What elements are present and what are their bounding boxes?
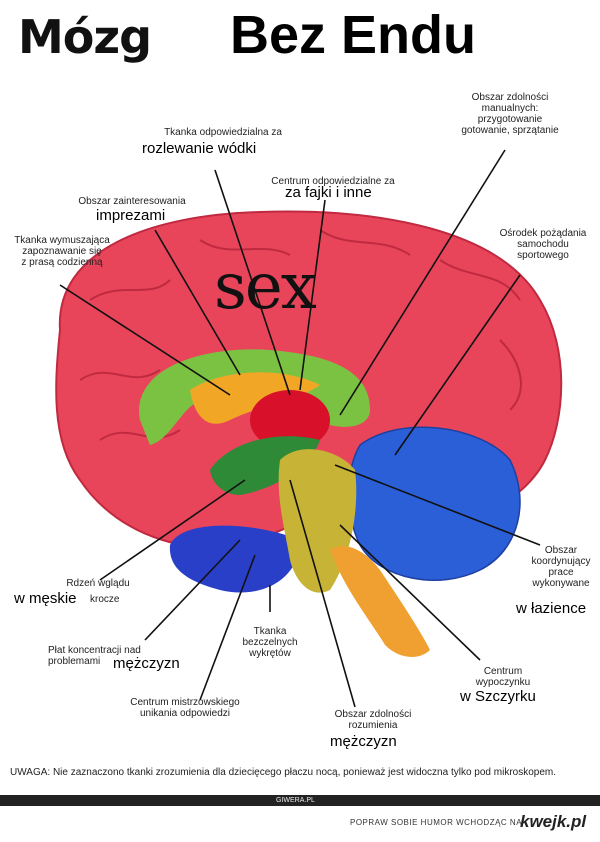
label-override-bathroom: w łazience (516, 600, 587, 617)
leader-lines (59, 149, 541, 708)
stem-orange (330, 546, 430, 657)
label-insight-core: Rdzeń wglądu (38, 578, 158, 589)
label-override-cigarettes: za fajki i inne (285, 184, 372, 201)
label-line: Tkanka wymuszająca (14, 235, 110, 246)
label-line: unikania odpowiedzi (139, 708, 231, 719)
label-line: Centrum mistrzowskiego (130, 697, 240, 708)
label-sports-car-desire: Ośrodek pożądania samochodu sportowego (486, 228, 600, 261)
label-line: z prasą codzienną (21, 257, 103, 268)
label-line: przygotowanie (477, 114, 543, 125)
label-excuses-tissue: Tkanka bezczelnych wykrętów (230, 626, 310, 659)
title-right: Bez Endu (230, 5, 477, 65)
label-manual-skills: Obszar zdolności manualnych: przygotowan… (440, 92, 580, 136)
label-concentration-lobe: Płat koncentracji nad problemami (48, 645, 198, 667)
label-line: Rdzeń wglądu (66, 578, 130, 589)
label-override-insight: w męskie (14, 590, 77, 607)
label-line: rozumienia (348, 720, 398, 731)
red-core (250, 390, 330, 450)
label-line: Płat koncentracji nad (48, 645, 141, 656)
label-line: Obszar zdolności (471, 92, 549, 103)
label-newspaper-tissue: Tkanka wymuszająca zapoznawanie się z pr… (2, 235, 122, 268)
blue-lower (169, 525, 300, 593)
label-line: wypoczynku (475, 677, 531, 688)
label-line: prace (548, 567, 574, 578)
label-avoidance-center: Centrum mistrzowskiego unikania odpowied… (110, 697, 260, 719)
label-line: Obszar (544, 545, 578, 556)
label-override-party: imprezami (96, 207, 166, 224)
label-party-interest: Obszar zainteresowania (62, 196, 202, 207)
label-tissue-vodka: Tkanka odpowiedzialna za (148, 127, 298, 138)
label-line: koordynujący (531, 556, 591, 567)
label-bathroom-coordination: Obszar koordynujący prace wykonywane (522, 545, 600, 589)
label-center-cigarettes: Centrum odpowiedzialne za (258, 176, 408, 187)
label-line: Obszar zainteresowania (78, 196, 186, 207)
title-left: Mózg (18, 10, 152, 64)
label-line: samochodu (517, 239, 569, 250)
label-override-vodka: rozlewanie wódki (142, 140, 257, 157)
label-insight-tail: krocze (90, 594, 120, 605)
label-line: wykonywane (532, 578, 590, 589)
footer-text: POPRAW SOBIE HUMOR WCHODZĄC NA (350, 818, 523, 827)
label-line: problemami (48, 656, 101, 667)
label-line: Centrum odpowiedzialne za (271, 176, 395, 187)
dark-green-area (210, 436, 320, 495)
label-line: Tkanka odpowiedzialna za (164, 127, 282, 138)
label-line: Obszar zdolności (334, 709, 412, 720)
label-line: Centrum (483, 666, 523, 677)
cortex-folds (79, 229, 522, 441)
kwejk-logo[interactable]: kwejk.pl (520, 812, 587, 831)
label-line: gotowanie, sprzątanie (461, 125, 559, 136)
label-line: zapoznawanie się (22, 246, 102, 257)
credit-text: GIWERA.PL (276, 797, 315, 804)
label-line: wykrętów (249, 648, 291, 659)
label-override-understanding: mężczyzn (330, 733, 397, 750)
credit-bar (0, 795, 600, 806)
label-line: Ośrodek pożądania (499, 228, 587, 239)
label-rest-center: Centrum wypoczynku (458, 666, 548, 688)
label-line: bezczelnych (242, 637, 298, 648)
label-override-concentration: mężczyzn (113, 655, 180, 672)
label-line: sportowego (517, 250, 569, 261)
label-understanding-area: Obszar zdolności rozumienia (318, 709, 428, 731)
label-line: manualnych: (481, 103, 539, 114)
label-override-rest: w Szczyrku (460, 688, 536, 705)
center-word: sex (214, 250, 317, 324)
label-line: Tkanka (253, 626, 287, 637)
footnote: UWAGA: Nie zaznaczono tkanki zrozumienia… (10, 767, 557, 778)
